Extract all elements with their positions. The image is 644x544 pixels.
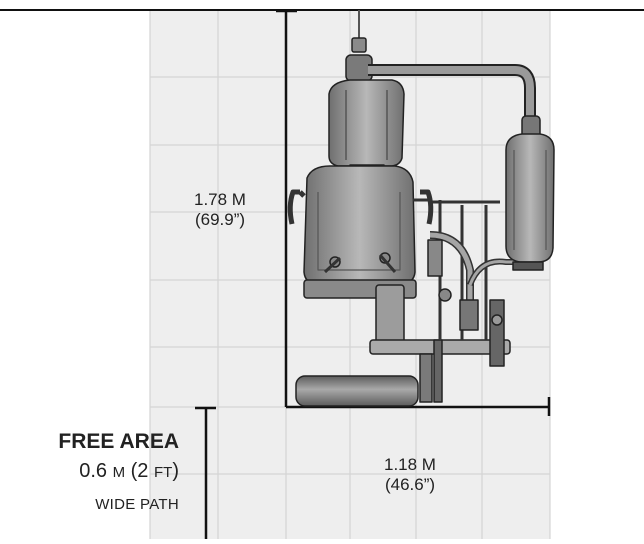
free-area-size-number: 0.6 <box>79 460 108 482</box>
width-dimension-label: 1.18 M (46.6”) <box>370 455 450 496</box>
free-area-size: 0.6 M (2 FT) <box>79 460 179 483</box>
height-imperial: (69.9”) <box>194 210 246 230</box>
height-dimension-label: 1.78 M (69.9”) <box>180 190 260 231</box>
height-dimension-line <box>276 9 297 407</box>
free-area-size-unit: M <box>112 464 126 481</box>
equipment-illustration <box>287 10 555 407</box>
height-metric: 1.78 M <box>194 190 246 209</box>
free-area-size-ft: FT <box>154 464 173 481</box>
width-dimension-line <box>286 397 551 416</box>
free-area-path: WIDE PATH <box>95 496 179 513</box>
width-imperial: (46.6”) <box>384 475 436 495</box>
free-area-size-close: ) <box>172 460 179 482</box>
free-area-size-open: (2 <box>130 460 149 482</box>
width-metric: 1.18 M <box>384 455 436 474</box>
free-area-title: FREE AREA <box>58 430 179 453</box>
free-area-line <box>195 406 216 539</box>
